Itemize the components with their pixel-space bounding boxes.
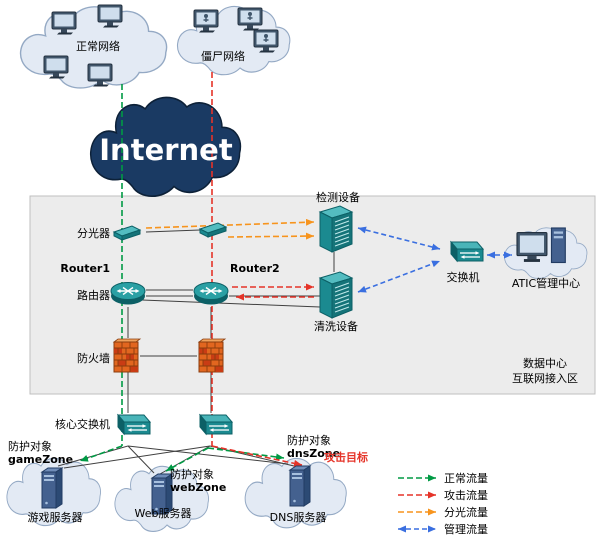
router2-label: Router2 bbox=[230, 262, 280, 275]
zone-label-line1: 数据中心 bbox=[523, 356, 567, 370]
dns-zone-label: dnsZone bbox=[287, 447, 340, 460]
atic-label: ATIC管理中心 bbox=[512, 276, 580, 290]
legend-attack-label: 攻击流量 bbox=[444, 488, 488, 502]
detection-device-icon bbox=[319, 205, 353, 253]
cleaning-device-label: 清洗设备 bbox=[314, 319, 358, 333]
router-cn-label: 路由器 bbox=[77, 288, 110, 302]
management-traffic-flow bbox=[357, 226, 512, 293]
core-switch1-icon bbox=[117, 414, 151, 435]
web-server-label: Web服务器 bbox=[135, 507, 192, 520]
physical-links bbox=[57, 229, 335, 475]
firewall-label: 防火墙 bbox=[77, 351, 110, 365]
zone-label-line2: 互联网接入区 bbox=[512, 372, 578, 385]
switch-icon bbox=[450, 241, 484, 262]
attack-traffic-flow bbox=[211, 72, 314, 467]
dns-server-icon bbox=[289, 465, 311, 507]
botnet-label: 僵尸网络 bbox=[201, 49, 245, 63]
core-switch-label: 核心交换机 bbox=[55, 417, 110, 431]
game-server-icon bbox=[41, 467, 63, 509]
firewall2-icon bbox=[198, 338, 226, 373]
protect-label-game: 防护对象 bbox=[8, 439, 52, 453]
splitter-label: 分光器 bbox=[77, 226, 110, 240]
protect-label-web: 防护对象 bbox=[170, 467, 214, 481]
web-zone-label: webZone bbox=[170, 481, 226, 494]
router1-icon bbox=[110, 281, 146, 306]
dns-server-label: DNS服务器 bbox=[270, 511, 327, 524]
legend-mgmt-label: 管理流量 bbox=[444, 522, 488, 536]
legend: 正常流量 攻击流量 分光流量 管理流量 bbox=[398, 471, 488, 536]
attack-target-label: 攻击目标 bbox=[324, 450, 368, 464]
normal-traffic-flow bbox=[79, 84, 285, 472]
router1-label: Router1 bbox=[60, 262, 110, 275]
legend-normal-label: 正常流量 bbox=[444, 471, 488, 485]
game-server-label: 游戏服务器 bbox=[28, 511, 83, 524]
switch-label: 交换机 bbox=[447, 270, 480, 284]
protect-label-dns: 防护对象 bbox=[287, 433, 331, 447]
router2-icon bbox=[193, 281, 229, 306]
split-traffic-flow bbox=[145, 218, 315, 240]
legend-split-label: 分光流量 bbox=[444, 505, 488, 519]
internet-label: Internet bbox=[99, 133, 233, 167]
cleaning-device-icon bbox=[319, 271, 353, 319]
core-switch2-icon bbox=[199, 414, 233, 435]
normal-network-label: 正常网络 bbox=[76, 39, 120, 53]
game-zone-label: gameZone bbox=[8, 453, 73, 466]
firewall1-icon bbox=[113, 338, 141, 373]
detection-device-label: 检测设备 bbox=[316, 190, 360, 204]
